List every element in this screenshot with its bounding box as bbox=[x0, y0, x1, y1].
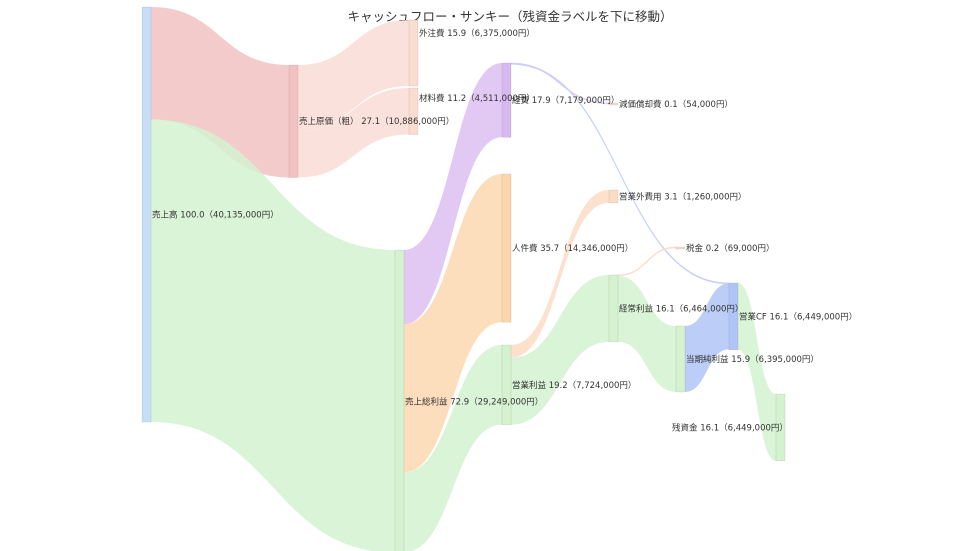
node-cogs bbox=[288, 64, 299, 178]
link-gross-to-opprofit bbox=[404, 345, 502, 551]
link-sales-to-gross bbox=[151, 119, 395, 551]
link-opprofit-to-ordinary bbox=[511, 275, 609, 425]
label-net: 当期純利益 15.9（6,395,000円） bbox=[686, 354, 819, 365]
node-opprofit bbox=[501, 344, 512, 425]
node-ordinary bbox=[608, 274, 619, 343]
node-gross bbox=[394, 249, 405, 551]
link-cogs-to-material bbox=[298, 88, 409, 178]
node-expense bbox=[501, 62, 512, 138]
node-opcf bbox=[728, 282, 739, 351]
link-net-to-opcf bbox=[685, 283, 729, 392]
node-sales bbox=[141, 6, 152, 423]
link-gross-to-labor bbox=[404, 174, 502, 473]
label-sales: 売上高 100.0（40,135,000円） bbox=[152, 210, 279, 221]
chart-title: キャッシュフロー・サンキー（残資金ラベルを下に移動） bbox=[347, 9, 673, 24]
label-cogs: 売上原価（粗） 27.1（10,886,000円） bbox=[299, 116, 454, 127]
node-depr bbox=[608, 102, 619, 106]
label-opcf: 営業CF 16.1（6,449,000円） bbox=[739, 311, 857, 322]
sankey-labels: 売上高 100.0（40,135,000円） 売上原価（粗） 27.1（10,88… bbox=[152, 28, 857, 433]
node-net bbox=[675, 325, 686, 393]
label-nonop: 営業外費用 3.1（1,260,000円） bbox=[619, 191, 746, 202]
link-ordinary-to-net bbox=[618, 275, 676, 392]
link-sales-to-cogs bbox=[151, 7, 289, 178]
label-cash: 残資金 16.1（6,449,000円） bbox=[672, 422, 788, 433]
label-outsource: 外注費 15.9（6,375,000円） bbox=[419, 28, 535, 39]
link-gross-to-expense bbox=[404, 63, 502, 325]
node-labor bbox=[501, 173, 512, 323]
label-material: 材料費 11.2（4,511,000円） bbox=[419, 93, 535, 104]
node-tax bbox=[675, 246, 686, 250]
label-tax: 税金 0.2（69,000円） bbox=[686, 243, 774, 254]
node-material bbox=[408, 87, 419, 135]
label-expense: 経費 17.9（7,179,000円） bbox=[512, 95, 619, 106]
label-opprofit: 営業利益 19.2（7,724,000円） bbox=[512, 380, 636, 391]
label-ordinary: 経常利益 16.1（6,464,000円） bbox=[619, 303, 743, 314]
sankey-nodes bbox=[141, 6, 786, 551]
link-opcf-to-cash bbox=[738, 283, 776, 461]
node-outsource bbox=[408, 19, 419, 87]
label-labor: 人件費 35.7（14,346,000円） bbox=[512, 243, 633, 254]
label-depr: 減価償却費 0.1（54,000円） bbox=[619, 99, 733, 110]
node-cash bbox=[775, 393, 786, 462]
link-opprofit-to-nonop bbox=[511, 190, 609, 358]
node-nonop bbox=[608, 189, 619, 204]
link-cogs-to-outsource bbox=[298, 20, 409, 131]
sankey-links bbox=[151, 7, 776, 551]
label-gross: 売上総利益 72.9（29,249,000円） bbox=[405, 396, 543, 407]
